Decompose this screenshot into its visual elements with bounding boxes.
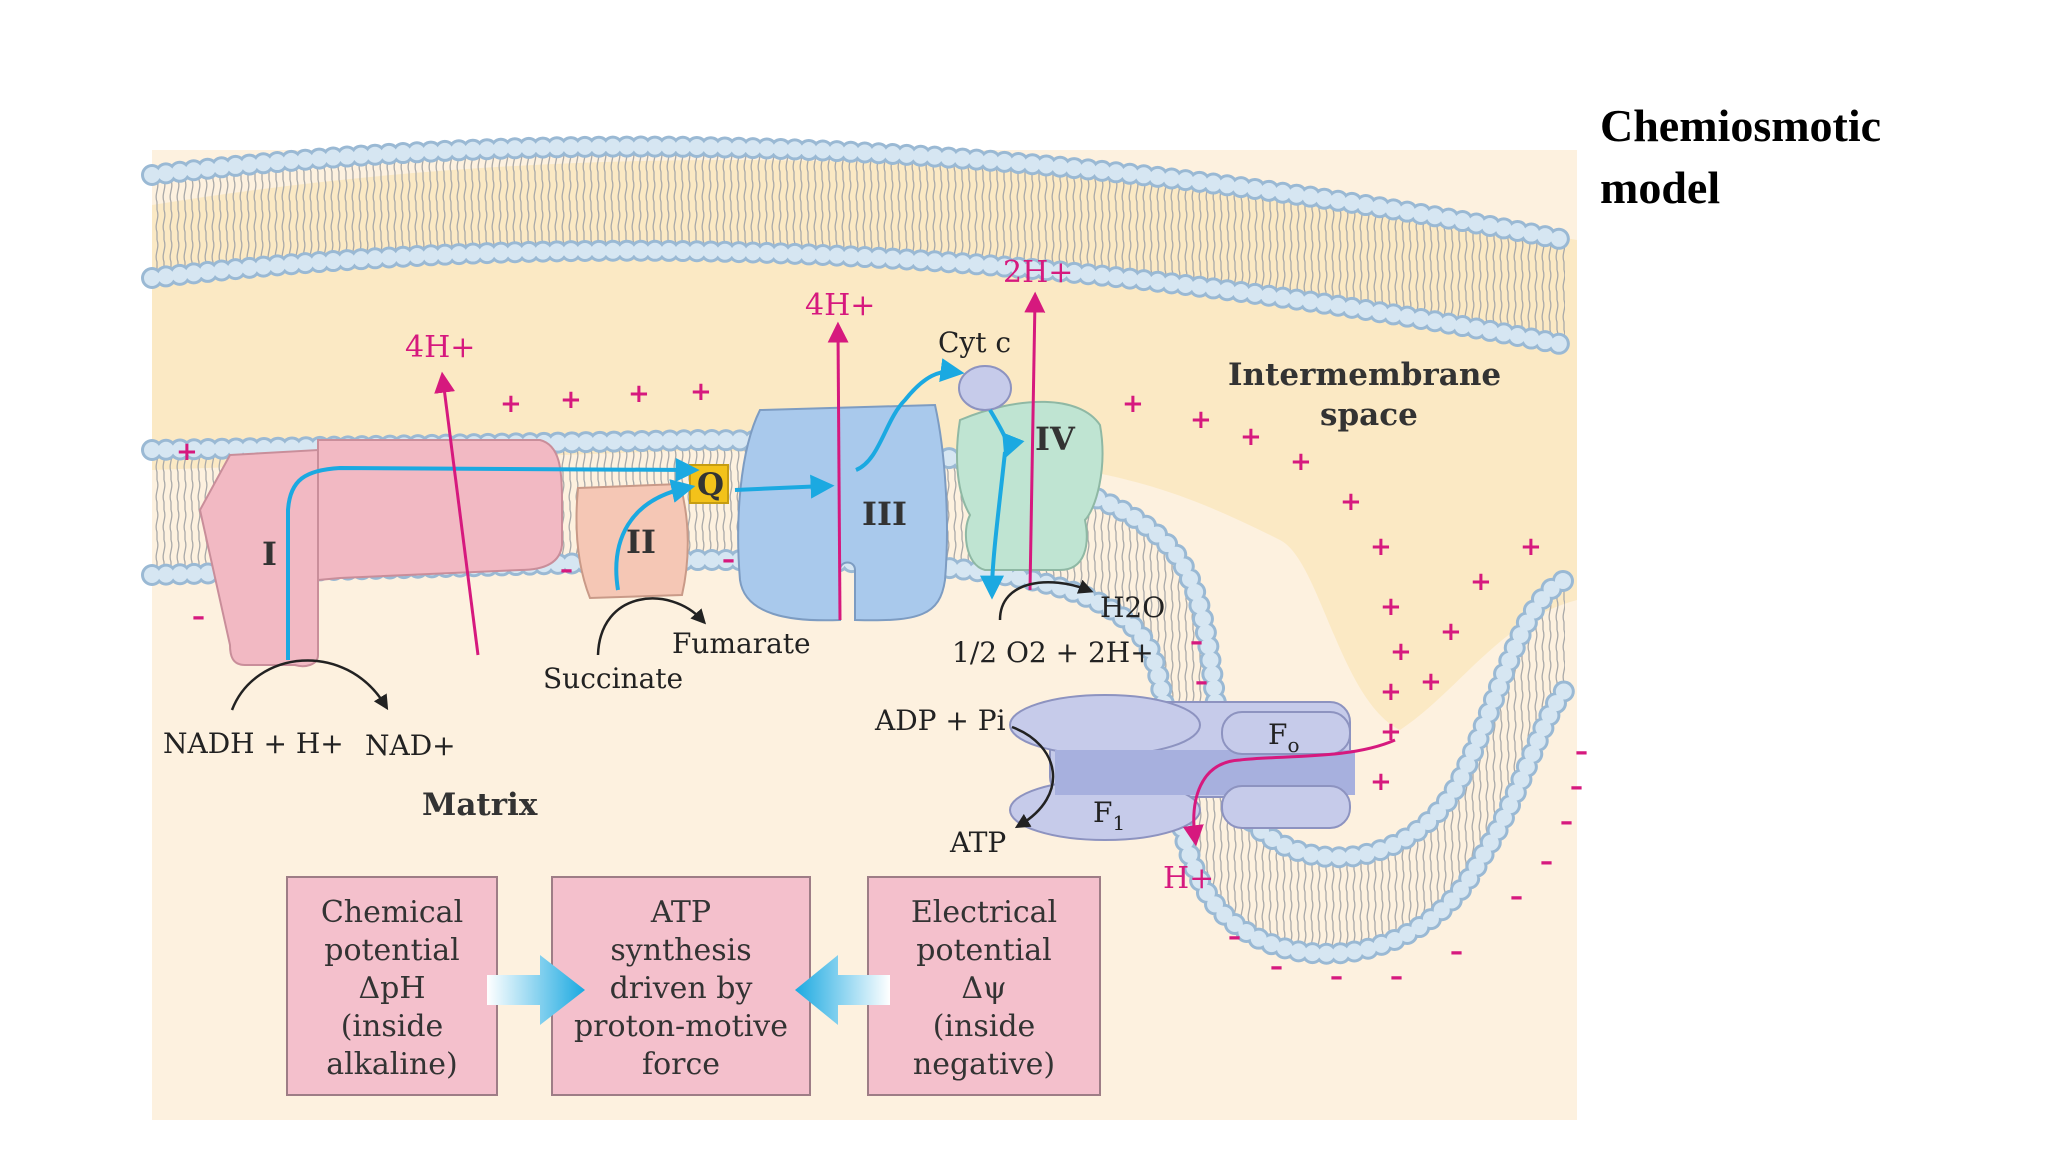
synthesis-line-1: synthesis: [610, 933, 751, 968]
plus-sign-2: +: [560, 385, 582, 415]
complex-iv-label: IV: [1035, 420, 1076, 458]
electrical-line-4: negative): [913, 1047, 1055, 1082]
minus-sign-0: –: [560, 555, 573, 585]
complex-ii: II: [575, 482, 689, 600]
matrix-label: Matrix: [422, 787, 538, 823]
intermembrane-label-2: space: [1320, 397, 1418, 433]
charge-signs: ++++++++++++++++++++–––––––––––––––: [176, 377, 1588, 992]
plus-sign-19: +: [1370, 767, 1392, 797]
minus-sign-6: –: [1270, 952, 1283, 982]
fumarate-label: Fumarate: [672, 627, 811, 660]
minus-sign-1: –: [722, 545, 735, 575]
plus-sign-8: +: [1290, 447, 1312, 477]
minus-sign-10: –: [1510, 882, 1523, 912]
electrical-line-3: (inside: [933, 1009, 1036, 1044]
minus-sign-13: –: [1570, 772, 1583, 802]
plus-sign-0: +: [176, 437, 198, 467]
proton-paths: [434, 291, 1396, 847]
proton-label-atp-synthase: H+: [1163, 861, 1214, 896]
synthesis-line-0: ATP: [650, 895, 711, 930]
plus-sign-16: +: [1420, 667, 1442, 697]
chemical-line-3: (inside: [341, 1009, 444, 1044]
ubiquinone: Q: [689, 464, 729, 504]
plus-sign-4: +: [690, 377, 712, 407]
minus-sign-4: –: [1195, 667, 1208, 697]
plus-sign-12: +: [1470, 567, 1492, 597]
reaction-arrows: [230, 579, 1094, 829]
plus-sign-9: +: [1340, 487, 1362, 517]
cyt-c: [958, 365, 1012, 411]
complex-iii: III: [737, 403, 948, 622]
adp-label: ADP + Pi: [874, 704, 1006, 737]
minus-sign-9: –: [1450, 937, 1463, 967]
minus-sign-12: –: [1560, 807, 1573, 837]
atp-synthase: Fo F1: [1009, 694, 1355, 841]
atp-label: ATP: [949, 826, 1006, 859]
arrow-electrical-to-synthesis: [795, 955, 890, 1025]
electrical-line-2: Δψ: [961, 971, 1006, 1006]
minus-sign-8: –: [1390, 962, 1403, 992]
proton-label-complex-iii: 4H+: [805, 288, 875, 323]
plus-sign-7: +: [1240, 422, 1262, 452]
outer-membrane: [141, 135, 1576, 356]
plus-sign-14: +: [1440, 617, 1462, 647]
page-title: Chemiosmotic model: [1600, 95, 2000, 219]
chemical-line-4: alkaline): [326, 1047, 458, 1082]
minus-sign-7: –: [1330, 962, 1343, 992]
proton-label-complex-i: 4H+: [405, 330, 475, 365]
title-line-2: model: [1600, 162, 1721, 213]
plus-sign-15: +: [1390, 637, 1412, 667]
plus-sign-3: +: [628, 379, 650, 409]
plus-sign-18: +: [1380, 717, 1402, 747]
plus-sign-6: +: [1190, 405, 1212, 435]
nadh-label: NADH + H+: [163, 727, 344, 760]
water-label: H2O: [1100, 591, 1165, 624]
electrical-line-1: potential: [916, 933, 1052, 968]
nad-label: NAD+: [365, 729, 456, 762]
minus-sign-2: –: [192, 602, 205, 632]
electrical-line-0: Electrical: [911, 895, 1057, 930]
proton-label-complex-iv: 2H+: [1003, 255, 1073, 290]
intermembrane-label-1: Intermembrane: [1228, 357, 1501, 393]
plus-sign-17: +: [1380, 677, 1402, 707]
arrow-chemical-to-synthesis: [487, 955, 585, 1025]
complex-i-label: I: [262, 535, 277, 573]
synthesis-line-3: proton-motive: [574, 1009, 788, 1044]
synthesis-line-2: driven by: [610, 971, 753, 1006]
chemical-line-0: Chemical: [321, 895, 463, 930]
q-label: Q: [697, 467, 724, 503]
synthesis-line-4: force: [642, 1047, 720, 1082]
chemical-line-1: potential: [324, 933, 460, 968]
minus-sign-5: –: [1228, 922, 1241, 952]
minus-sign-11: –: [1540, 847, 1553, 877]
succinate-label: Succinate: [543, 662, 683, 695]
complex-ii-label: II: [626, 523, 656, 561]
plus-sign-10: +: [1370, 532, 1392, 562]
complex-iii-label: III: [862, 495, 907, 533]
chemical-line-2: ΔpH: [358, 971, 425, 1006]
f1-label: F1: [1093, 796, 1125, 835]
electron-path: [286, 358, 1025, 660]
minus-sign-3: –: [1190, 627, 1203, 657]
complex-iv: IV: [956, 400, 1104, 571]
title-line-1: Chemiosmotic: [1600, 100, 1882, 151]
plus-sign-1: +: [500, 389, 522, 419]
minus-sign-14: –: [1575, 737, 1588, 767]
plus-sign-11: +: [1380, 592, 1402, 622]
cyt-c-label: Cyt c: [938, 326, 1011, 359]
plus-sign-13: +: [1520, 532, 1542, 562]
plus-sign-5: +: [1122, 389, 1144, 419]
oxygen-label: 1/2 O2 + 2H+: [952, 636, 1154, 669]
